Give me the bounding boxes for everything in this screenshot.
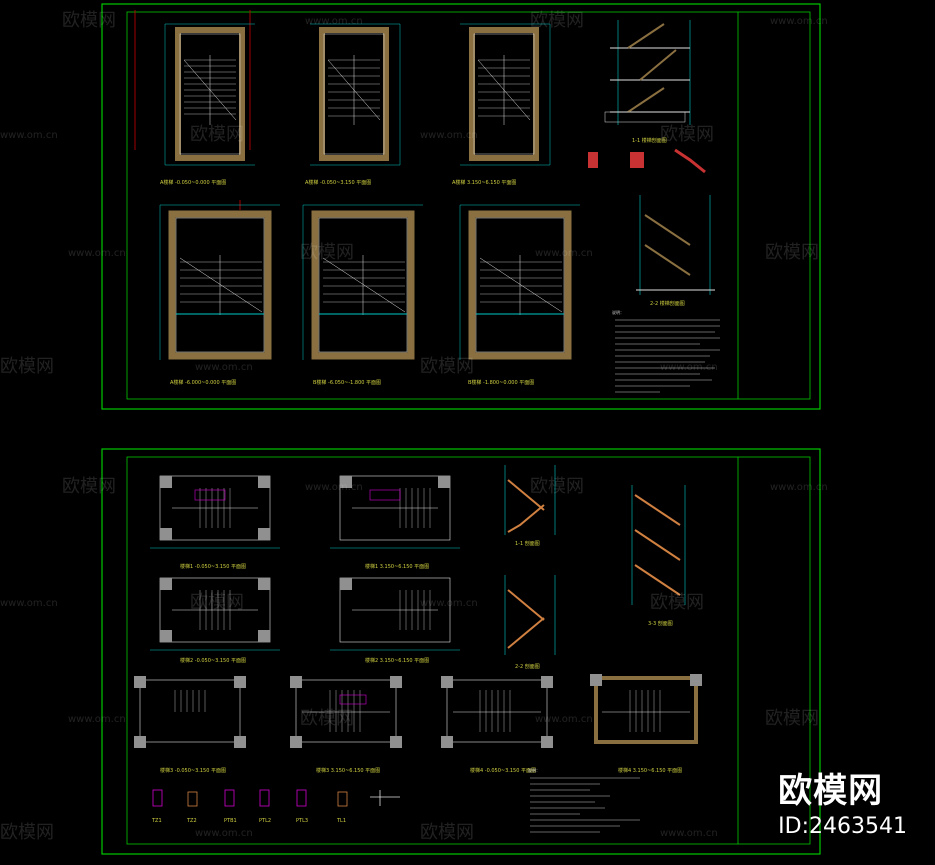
stair-plan-large-3 [459,204,580,360]
watermark-brand: 欧模网 [420,822,474,843]
drawing-captions: A楼梯 -0.050~0.000 平面图 A楼梯 -0.050~3.150 平面图… [151,137,685,824]
watermark-brand: 欧模网 [300,708,354,729]
stair-plan-large-1 [159,204,280,360]
watermark-brand: 欧模网 [530,10,584,31]
plan-caption: A楼梯 3.150~6.150 平面图 [452,179,516,186]
stair-section-1-1 [604,20,691,125]
stair-plan-small-1 [164,23,255,166]
section-caption: 1-1 剖面图 [515,540,540,547]
sheet-2-inner-border [126,456,811,845]
watermark-brand: 欧模网 [190,124,244,145]
stair-plan-small-2 [310,23,401,166]
plan-caption: B楼梯 -1.800~0.000 平面图 [468,379,534,386]
watermark-brand: 欧模网 [765,242,819,263]
detail-label: TZ2 [186,818,197,824]
sheet-2-border [101,448,821,855]
detail-label: TL1 [336,818,346,824]
watermark-domain: www.om.cn [660,828,718,839]
watermark-domain: www.om.cn [68,714,126,725]
detail-blocks [588,148,706,174]
watermark-domain: www.om.cn [770,16,828,27]
watermark-brand: 欧模网 [660,124,714,145]
plan-s2-4 [330,577,460,651]
plan-s2-3 [150,577,280,651]
stair-plan-small-3 [460,23,551,166]
detail-label: PTB1 [224,818,237,824]
watermark-domain: www.om.cn [660,362,718,373]
section-s2-2 [504,575,556,655]
sheet-1-inner-border [126,11,811,400]
stair-section-2-2 [636,195,715,295]
plan-caption: A楼梯 -6.000~0.000 平面图 [170,379,236,386]
watermark-brand: 欧模网 [650,592,704,613]
watermark-brand: 欧模网 [765,708,819,729]
plan-caption: 楼梯3 3.150~6.150 平面图 [316,767,380,774]
watermark-brand: 欧模网 [0,356,54,377]
watermark-brand: 欧模网 [62,476,116,497]
watermark-brand: 欧模网 [530,476,584,497]
plan-s2-5 [134,676,246,748]
watermark-domain: www.om.cn [770,482,828,493]
section-caption: 3-3 剖面图 [648,620,673,627]
watermark-domain: www.om.cn [420,598,478,609]
section-s2-3 [631,485,686,605]
plan-s2-1 [150,475,280,549]
watermark-domain: www.om.cn [305,482,363,493]
plan-caption: 楼梯2 3.150~6.150 平面图 [365,657,429,664]
watermark-brand: 欧模网 [0,822,54,843]
watermark-domain: www.om.cn [195,828,253,839]
plan-s2-7 [441,676,553,748]
section-s2-1 [504,465,556,535]
stair-plan-large-2 [302,204,423,360]
plan-caption: 楼梯2 -0.050~3.150 平面图 [180,657,246,664]
plan-caption: 楼梯1 3.150~6.150 平面图 [365,563,429,570]
watermark-layer: 欧模网 www.om.cn 欧模网 www.om.cn www.om.cn 欧模… [0,10,828,843]
detail-label: PTL3 [296,818,308,824]
watermark-domain: www.om.cn [535,248,593,259]
plan-s2-6 [290,676,402,748]
detail-label: TZ1 [151,818,162,824]
watermark-domain: www.om.cn [305,16,363,27]
watermark-domain: www.om.cn [0,130,58,141]
watermark-domain: www.om.cn [535,714,593,725]
model-id: ID:2463541 [778,814,907,839]
watermark-brand: 欧模网 [190,592,244,613]
notes-title: 说明： [528,767,540,773]
watermark-brand: 欧模网 [420,356,474,377]
plan-caption: B楼梯 -6.050~-1.800 平面图 [313,379,381,386]
watermark-brand: 欧模网 [300,242,354,263]
detail-label: PTL2 [259,818,271,824]
plan-caption: 楼梯1 -0.050~3.150 平面图 [180,563,246,570]
watermark-brand: 欧模网 [62,10,116,31]
detail-columns [152,789,400,807]
watermark-domain: www.om.cn [0,598,58,609]
sheet-1-notes [615,319,720,393]
watermark-domain: www.om.cn [195,362,253,373]
watermark-domain: www.om.cn [420,130,478,141]
sheet-1-border [101,3,821,410]
plan-caption: A楼梯 -0.050~3.150 平面图 [305,179,371,186]
plan-caption: A楼梯 -0.050~0.000 平面图 [160,179,226,186]
om-logo-text: 欧模网 [778,771,884,811]
section-caption: 2-2 楼梯剖面图 [650,300,685,307]
plan-s2-2 [330,475,460,549]
notes-title: 说明： [612,309,624,315]
om-brand-badge: 欧模网 ID:2463541 [778,763,907,839]
section-caption: 1-1 楼梯剖面图 [632,137,667,144]
sheet-2 [101,448,821,855]
plan-caption: 楼梯4 3.150~6.150 平面图 [618,767,682,774]
plan-s2-8 [590,674,702,744]
plan-caption: 楼梯4 -0.050~3.150 平面图 [470,767,536,774]
sheet-2-notes [530,777,640,833]
watermark-domain: www.om.cn [68,248,126,259]
section-caption: 2-2 剖面图 [515,663,540,670]
plan-caption: 楼梯3 -0.050~3.150 平面图 [160,767,226,774]
sheet-1 [101,3,821,410]
